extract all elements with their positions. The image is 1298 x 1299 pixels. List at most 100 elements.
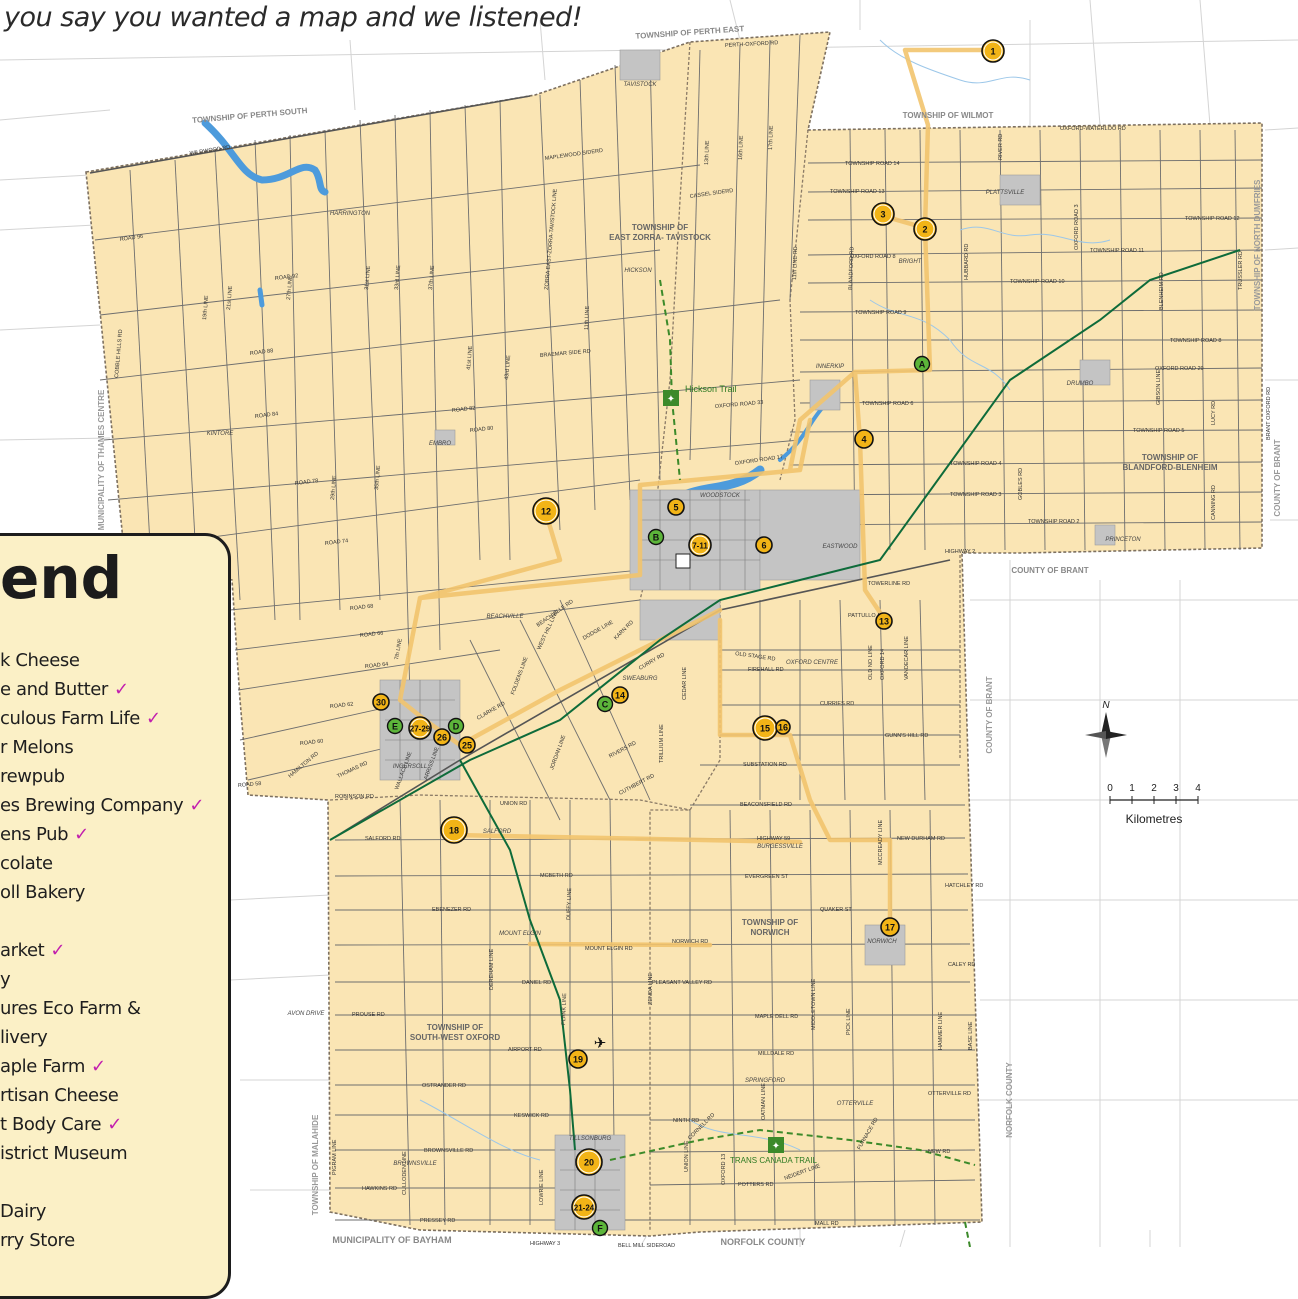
vertical-road-label-v7: 41st LINE	[466, 345, 474, 370]
marker-12[interactable]	[532, 497, 560, 525]
marker-ring-12	[534, 499, 558, 523]
marker-14[interactable]	[611, 686, 629, 704]
scale-tick-label: 0	[1107, 783, 1113, 794]
marker-18[interactable]	[440, 816, 468, 844]
green-marker-C[interactable]	[596, 695, 614, 713]
region-label-wilmot: TOWNSHIP OF WILMOT	[903, 111, 994, 120]
town-label-norwich: NORWICH	[867, 939, 897, 945]
marker-2[interactable]	[913, 217, 937, 241]
vertical-road-label-v19: BLENHEIM RD	[1159, 272, 1165, 310]
legend-item: ens Pub✓	[0, 824, 89, 845]
legend-item-label: Dairy	[0, 1201, 46, 1222]
region-label-brant-east: COUNTY OF BRANT	[1273, 439, 1282, 516]
town-labels: TAVISTOCKWOODSTOCKINGERSOLLTILLSONBURGNO…	[207, 82, 1142, 1167]
legend-item: istrict Museum	[0, 1143, 128, 1164]
trans-canada-trail-label: TRANS CANADA TRAIL	[730, 1156, 818, 1165]
road-label-r51: TOWNSHIP ROAD 5	[1133, 428, 1184, 434]
marker-13[interactable]	[875, 612, 893, 630]
legend-item-label: culous Farm Life	[0, 708, 140, 729]
marker-21-24[interactable]	[571, 1194, 597, 1220]
region-label-thames-centre: MUNICIPALITY OF THAMES CENTRE	[97, 389, 106, 530]
marker-1[interactable]	[981, 39, 1005, 63]
road-label-r87: HIGHWAY 3	[530, 1241, 560, 1247]
vertical-road-label-v39: HAMMER LINE	[938, 1011, 944, 1050]
vertical-road-label-v40: CEDAR LINE	[682, 667, 688, 700]
road-label-r83: POTTERS RD	[738, 1182, 773, 1188]
region-label-perth-south: TOWNSHIP OF PERTH SOUTH	[192, 106, 308, 125]
highways	[89, 95, 951, 841]
svg-text:✦: ✦	[772, 1141, 780, 1152]
green-marker-B[interactable]	[647, 528, 665, 546]
green-marker-label-A: A	[919, 360, 926, 370]
green-marker-label-B: B	[653, 533, 660, 543]
marker-16[interactable]	[775, 719, 791, 735]
marker-19[interactable]	[568, 1049, 588, 1069]
town-label-burgessville: BURGESSVILLE	[757, 844, 804, 850]
north-label: N	[1102, 700, 1110, 711]
legend-item-label: colate	[0, 853, 53, 874]
marker-20[interactable]	[575, 1148, 603, 1176]
road-label-r56: TOWNSHIP ROAD 11	[1090, 248, 1144, 254]
town-label-otterville: OTTERVILLE	[837, 1101, 875, 1107]
road-label-r25: PRESSEY RD	[420, 1218, 455, 1224]
road-label-r12: ROAD 60	[300, 739, 324, 747]
marker-label-20: 20	[584, 1158, 594, 1168]
region-label-bayham: MUNICIPALITY OF BAYHAM	[332, 1235, 451, 1245]
legend-item: livery	[0, 1027, 48, 1048]
green-marker-E[interactable]	[386, 717, 404, 735]
railway-lines	[329, 249, 1241, 1151]
marker-label-4: 4	[861, 435, 866, 445]
vertical-road-label-v10: 11th LINE	[584, 305, 591, 330]
vertical-road-label-v34: ZENDA LINE	[648, 973, 654, 1005]
road-label-r29: MILLDALE RD	[758, 1051, 794, 1057]
vertical-road-label-v5: 33rd LINE	[394, 265, 402, 291]
road-label-r58: TOWNSHIP ROAD 13	[830, 189, 885, 195]
road-label-r27: NEW RD	[928, 1149, 950, 1155]
creeks	[419, 39, 1111, 1161]
checkmark-icon: ✓	[113, 679, 129, 700]
region-label-brant-south: COUNTY OF BRANT	[1011, 566, 1088, 575]
green-marker-D[interactable]	[447, 717, 465, 735]
town-label-avon-drive: AVON DRIVE	[287, 1011, 326, 1017]
marker-26[interactable]	[433, 728, 451, 746]
road-label-r57: TOWNSHIP ROAD 12	[1185, 216, 1240, 222]
legend-item-label: r Melons	[0, 737, 74, 758]
marker-5[interactable]	[667, 498, 685, 516]
marker-4[interactable]	[854, 429, 874, 449]
road-label-r65: BRAEMAR SIDE RD	[540, 349, 591, 359]
marker-17[interactable]	[880, 917, 900, 937]
trails	[609, 279, 976, 1247]
marker-6[interactable]	[755, 536, 773, 554]
marker-3[interactable]	[871, 202, 895, 226]
marker-27-29[interactable]	[408, 716, 432, 740]
town-label-brownsville: BROWNSVILLE	[393, 1161, 437, 1167]
marker-30[interactable]	[372, 693, 390, 711]
green-marker-label-C: C	[602, 700, 609, 710]
region-label-blandford: TOWNSHIP OF	[1142, 453, 1198, 462]
region-label-blandford-2: BLANDFORD-BLENHEIM	[1122, 463, 1217, 472]
green-marker-F[interactable]	[591, 1219, 609, 1237]
town-label-eastwood: EASTWOOD	[822, 544, 858, 550]
marker-7-11[interactable]	[688, 533, 712, 557]
tagline: you say you wanted a map and we listened…	[4, 2, 583, 33]
vertical-road-label-v2: 21st LINE	[226, 285, 234, 310]
road-label-r7: ROAD 74	[325, 538, 349, 547]
road-label-r46: TOWERLINE RD	[868, 581, 910, 587]
road-label-r38: BEACONSFIELD RD	[740, 802, 792, 808]
road-label-r41: GUNN'S HILL RD	[885, 733, 928, 739]
checkmark-icon: ✓	[74, 824, 89, 845]
road-label-r6: ROAD 78	[295, 478, 319, 487]
legend-item-label: istrict Museum	[0, 1143, 128, 1164]
vertical-road-label-v26: 35th LINE	[374, 465, 382, 490]
vertical-road-label-v13: 17th LINE	[768, 125, 775, 150]
town-label-tavistock: TAVISTOCK	[623, 82, 657, 88]
legend-panel	[0, 533, 231, 1299]
vertical-road-label-v47: OATMAN LINE	[761, 1083, 767, 1120]
legend-item-label: ures Eco Farm &	[0, 998, 141, 1019]
road-label-r59: TOWNSHIP ROAD 14	[845, 161, 900, 167]
vertical-road-label-v6: 37th LINE	[428, 265, 436, 290]
green-marker-A[interactable]	[913, 355, 931, 373]
hiking-trail-icon	[768, 1137, 784, 1153]
marker-25[interactable]	[458, 736, 476, 754]
